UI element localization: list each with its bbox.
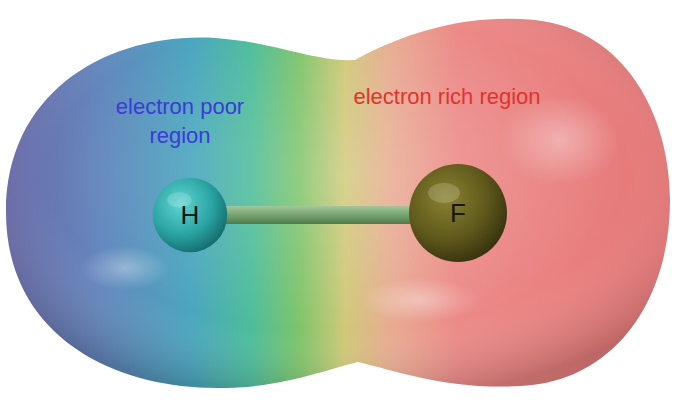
atom-sphere <box>153 178 227 252</box>
atom-symbol: H <box>181 202 200 228</box>
hydrogen-atom: H <box>152 177 228 253</box>
surface-highlight <box>360 278 480 322</box>
surface-shading <box>6 19 670 388</box>
region-label: electron rich region <box>352 83 542 112</box>
region-label: electron poor region <box>92 93 268 150</box>
fluorine-atom: F <box>408 163 508 263</box>
bond-cylinder <box>226 206 410 224</box>
atom-sphere <box>409 164 507 262</box>
surface-highlight <box>80 246 170 290</box>
atom-symbol: F <box>450 200 466 226</box>
surface-blob <box>6 19 670 388</box>
